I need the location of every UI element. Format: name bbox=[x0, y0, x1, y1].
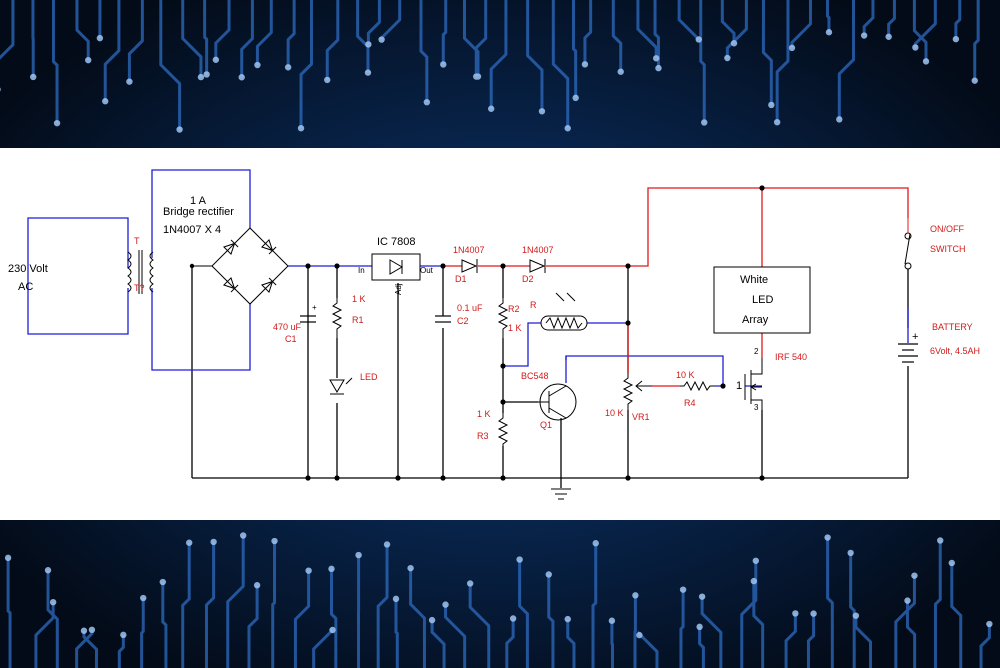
switch-line1: ON/OFF bbox=[930, 224, 964, 234]
regulator-out-label: Out bbox=[420, 266, 434, 275]
r2-ref-label: R2 bbox=[508, 304, 520, 314]
junction-dots bbox=[189, 185, 765, 481]
r1-ref-label: R1 bbox=[352, 315, 364, 325]
r2-value-label: 1 K bbox=[508, 323, 522, 333]
capacitor-c2 bbox=[435, 315, 451, 323]
ldr-ref-label: R bbox=[530, 300, 537, 310]
battery-plus: + bbox=[912, 331, 918, 343]
bridge-rectifier bbox=[192, 227, 289, 305]
ac-source: 230 Volt AC bbox=[8, 263, 48, 293]
r3-ref-label: R3 bbox=[477, 431, 489, 441]
pot-wiper-arrow bbox=[635, 380, 652, 392]
resistor-r3 bbox=[497, 413, 509, 446]
schematic-diagram: 230 Volt AC T T? 1 A Bridge rectifier 1N… bbox=[8, 169, 980, 500]
vr1-ref-label: VR1 bbox=[632, 412, 650, 422]
r1-value-label: 1 K bbox=[352, 294, 366, 304]
transformer bbox=[127, 250, 154, 294]
d1-ref-label: D1 bbox=[455, 274, 467, 284]
resistor-r2 bbox=[497, 298, 509, 338]
diode-d1 bbox=[461, 259, 478, 273]
transistor-q1 bbox=[538, 383, 577, 421]
q1-ref-label: Q1 bbox=[540, 420, 552, 430]
led-array-line3: Array bbox=[742, 314, 769, 326]
regulator-in-label: In bbox=[358, 266, 365, 275]
c1-ref-label: C1 bbox=[285, 334, 297, 344]
regulator-name-label: IC 7808 bbox=[377, 236, 416, 248]
rectifier-part-label: 1N4007 X 4 bbox=[163, 224, 221, 236]
d2-ref-label: D2 bbox=[522, 274, 534, 284]
capacitor-c1 bbox=[300, 315, 316, 323]
mosfet-irf540 bbox=[744, 358, 763, 410]
vr1-value-label: 10 K bbox=[605, 408, 624, 418]
ground-symbol bbox=[551, 488, 571, 500]
regulator-adj-label: Adj bbox=[394, 283, 403, 295]
led-array-line1: White bbox=[740, 274, 768, 286]
led bbox=[329, 377, 353, 395]
ldr bbox=[540, 292, 588, 331]
switch-line2: SWITCH bbox=[930, 244, 966, 254]
c2-value-label: 0.1 uF bbox=[457, 303, 483, 313]
led-label: LED bbox=[360, 372, 378, 382]
mosfet-gate-pin: 1 bbox=[736, 380, 742, 392]
resistor-r1 bbox=[331, 298, 343, 338]
source-ac-label: AC bbox=[18, 281, 33, 293]
resistor-r4 bbox=[680, 380, 715, 392]
c1-plus-label: + bbox=[312, 303, 317, 312]
rectifier-name-label: Bridge rectifier bbox=[163, 206, 234, 218]
rectifier-current-label: 1 A bbox=[190, 195, 207, 207]
blue-wires bbox=[27, 169, 909, 387]
pot-vr1 bbox=[622, 373, 634, 410]
led-array-box bbox=[713, 266, 811, 334]
schematic-panel bbox=[0, 148, 1000, 520]
r4-ref-label: R4 bbox=[684, 398, 696, 408]
c1-value-label: 470 uF bbox=[273, 322, 302, 332]
r3-value-label: 1 K bbox=[477, 409, 491, 419]
led-array-line2: LED bbox=[752, 294, 773, 306]
on-off-switch bbox=[904, 218, 912, 308]
mosfet-source-pin: 3 bbox=[754, 403, 759, 412]
regulator-ic7808 bbox=[371, 253, 421, 281]
q1-part-label: BC548 bbox=[521, 371, 549, 381]
transformer-top-label: T bbox=[134, 236, 140, 246]
battery bbox=[898, 343, 918, 363]
d1-part-label: 1N4007 bbox=[453, 245, 485, 255]
battery-line1: BATTERY bbox=[932, 322, 973, 332]
battery-line2: 6Volt, 4.5AH bbox=[930, 346, 980, 356]
diode-d2 bbox=[529, 259, 546, 273]
transformer-bottom-label: T? bbox=[134, 283, 145, 293]
r4-value-label: 10 K bbox=[676, 370, 695, 380]
mosfet-part-label: IRF 540 bbox=[775, 352, 807, 362]
source-volt-label: 230 Volt bbox=[8, 263, 48, 275]
mosfet-drain-pin: 2 bbox=[754, 347, 759, 356]
c2-ref-label: C2 bbox=[457, 316, 469, 326]
d2-part-label: 1N4007 bbox=[522, 245, 554, 255]
